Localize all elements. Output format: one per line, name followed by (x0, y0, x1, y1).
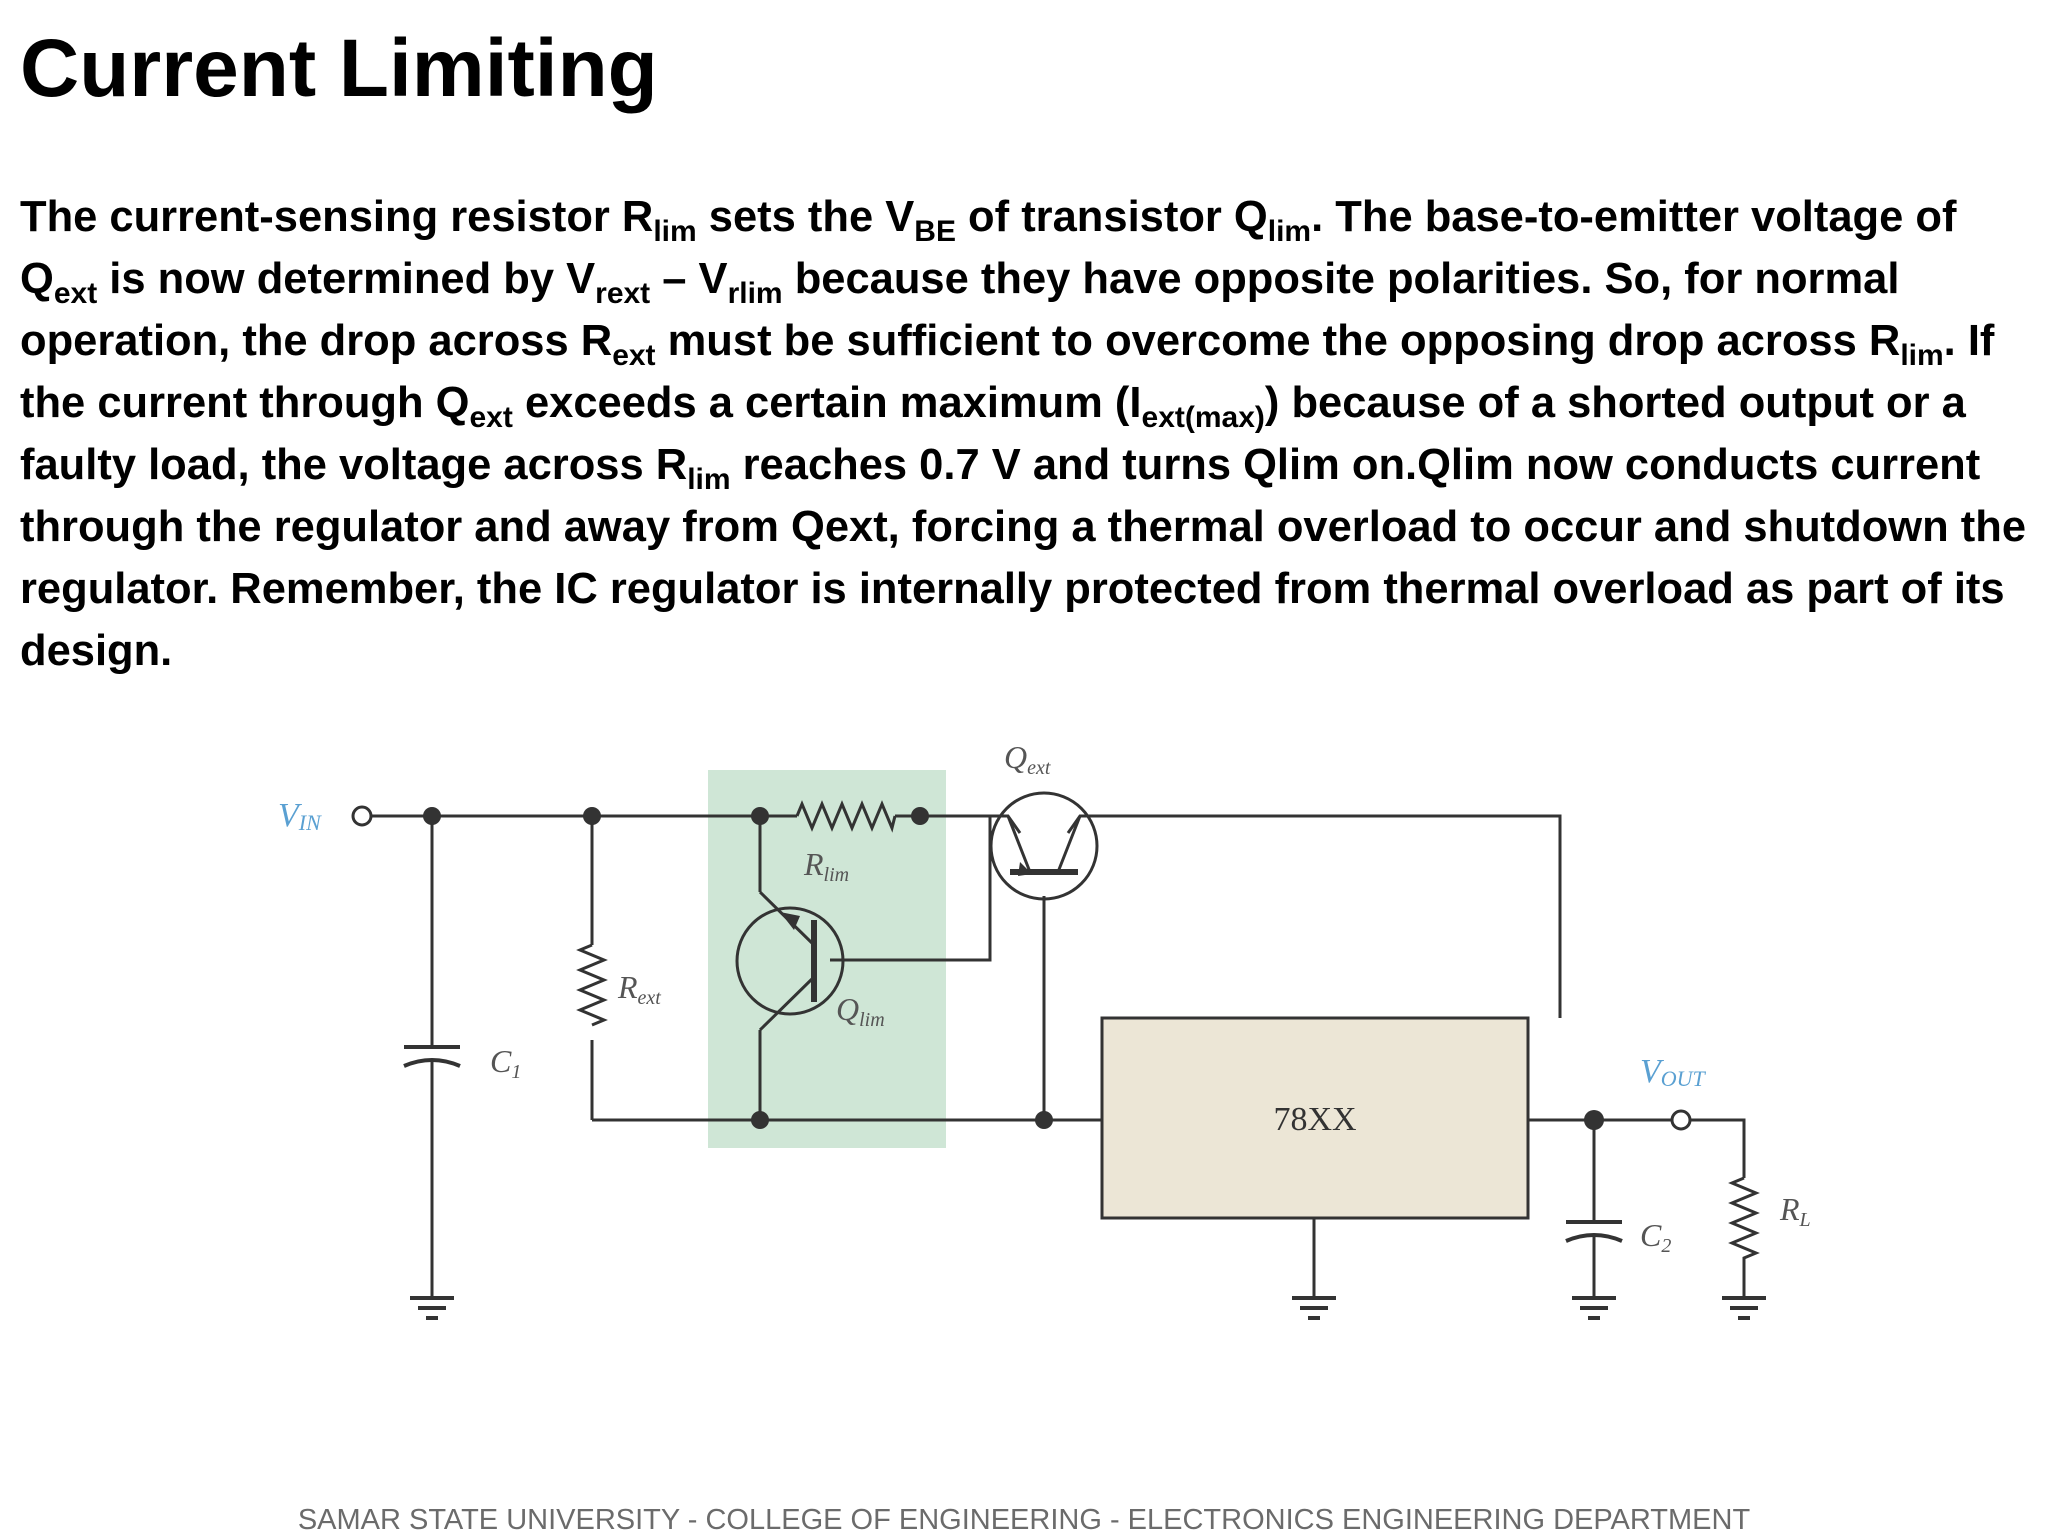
para-text: is now determined by V (97, 255, 596, 303)
para-text: exceeds a certain maximum (I (512, 379, 1142, 427)
q-lim-label: Qlim (836, 991, 885, 1031)
para-text: reaches 0.7 V and turns Qlim on.Qlim now… (20, 441, 2027, 675)
para-text: sets the V (696, 193, 915, 241)
c2-label: C2 (1640, 1217, 1671, 1257)
para-text: ) because of a shorted output or a fault… (20, 379, 1966, 489)
vin-terminal (351, 805, 373, 827)
wires (372, 814, 1746, 1298)
r-ext-label: Rext (617, 969, 661, 1009)
description-paragraph: The current-sensing resistor Rlim sets t… (20, 186, 2030, 682)
vin-label: VIN (278, 797, 322, 835)
r-lim-label: Rlim (803, 846, 849, 886)
para-subscript: rlim (727, 277, 783, 310)
para-subscript: BE (914, 215, 956, 248)
para-subscript: ext(max) (1141, 401, 1265, 434)
q-lim-arrow (780, 912, 800, 930)
para-text: must be sufficient to overcome the oppos… (655, 317, 1901, 365)
para-text: because they have opposite polarities. S… (20, 255, 1900, 365)
q-ext-label: Qext (1004, 739, 1051, 779)
c2-capacitor (1565, 1220, 1623, 1243)
para-subscript: rext (595, 277, 651, 310)
r-ext-resistor (576, 943, 608, 1027)
para-subscript: lim (1900, 339, 1944, 372)
para-subscript: ext (469, 401, 513, 434)
regulator-label: 78XX (1273, 1101, 1356, 1138)
r-load-resistor (1728, 1176, 1760, 1270)
page-title: Current Limiting (20, 23, 658, 114)
para-subscript: ext (53, 277, 98, 310)
rl-label: RL (1779, 1191, 1811, 1231)
c1-label: C1 (490, 1043, 521, 1083)
vout-label: VOUT (1640, 1053, 1707, 1091)
para-text: The current-sensing resistor R (20, 193, 654, 241)
para-text: – V (650, 255, 728, 303)
para-subscript: lim (653, 215, 697, 248)
para-text: . If the current through Q (20, 317, 1995, 427)
regulator-block (1100, 1016, 1530, 1220)
vout-terminal (1670, 1109, 1692, 1131)
q-ext-arrow (1018, 862, 1032, 876)
para-text: . The base-to-emitter voltage of Q (20, 193, 1957, 303)
c1-capacitor (403, 1045, 461, 1068)
r-lim-resistor (795, 800, 897, 833)
para-subscript: lim (687, 463, 731, 496)
footer-text: SAMAR STATE UNIVERSITY - COLLEGE OF ENGI… (297, 1504, 1751, 1536)
ground-symbols (410, 1296, 1766, 1320)
para-subscript: lim (1267, 215, 1312, 248)
para-text: of transistor Q (955, 193, 1268, 241)
junction-dots (423, 807, 1604, 1130)
para-subscript: ext (612, 339, 656, 372)
q-ext-transistor (989, 791, 1099, 901)
